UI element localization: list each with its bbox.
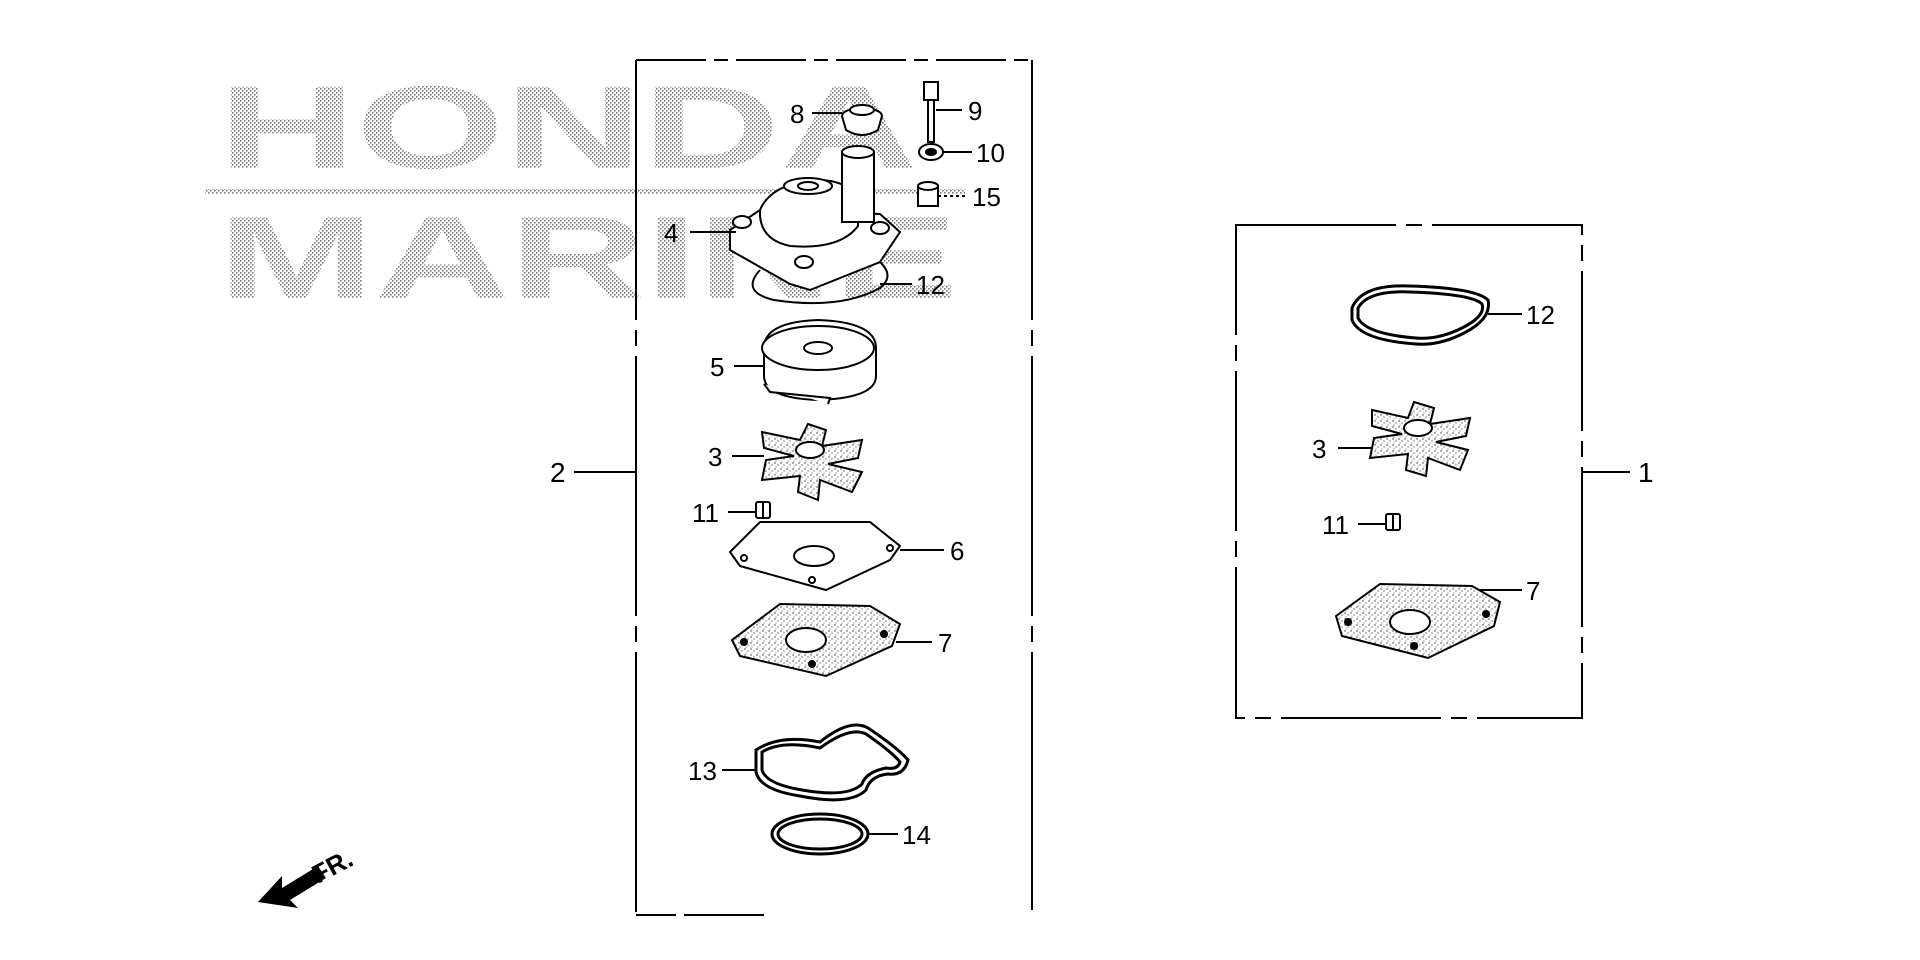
callout-10: 10 xyxy=(976,138,1005,168)
part-5-impeller-housing xyxy=(761,318,877,405)
part-6-plate xyxy=(728,521,902,592)
part-10-washer xyxy=(918,143,944,161)
kit-1-bracket xyxy=(1235,224,1630,719)
arrow-icon xyxy=(258,866,326,908)
kit-part-11-key xyxy=(1385,513,1401,531)
callout-7-b: 7 xyxy=(1526,576,1540,606)
callout-8: 8 xyxy=(790,99,804,129)
callout-11-b: 11 xyxy=(1322,510,1349,540)
part-9-bolt xyxy=(923,81,939,143)
callout-9: 9 xyxy=(968,96,982,126)
callout-15: 15 xyxy=(972,182,1001,212)
kit-part-7-gasket xyxy=(1334,582,1502,660)
kit-part-12-seal xyxy=(1350,284,1491,346)
callout-4: 4 xyxy=(664,218,678,248)
callout-12-b: 12 xyxy=(1526,300,1555,330)
callout-5: 5 xyxy=(710,352,724,382)
assembly-2-bracket xyxy=(574,59,1033,916)
watermark-rule xyxy=(205,189,965,194)
callout-13: 13 xyxy=(688,756,717,786)
part-8-grommet xyxy=(841,104,883,136)
callout-11-a: 11 xyxy=(692,498,719,528)
watermark-line1: HONDA xyxy=(218,62,918,194)
part-13-seal xyxy=(754,723,910,802)
callout-3-a: 3 xyxy=(708,442,722,472)
callout-12-a: 12 xyxy=(916,270,945,300)
callout-1: 1 xyxy=(1638,457,1654,488)
callout-7-a: 7 xyxy=(938,628,952,658)
callout-14: 14 xyxy=(902,820,931,850)
kit-part-3-impeller xyxy=(1368,400,1472,478)
part-4-pump-housing xyxy=(729,145,902,305)
part-14-o-ring xyxy=(770,812,870,856)
callout-6: 6 xyxy=(950,536,964,566)
part-7-gasket xyxy=(730,602,902,678)
part-15-collar xyxy=(917,181,939,207)
callout-2: 2 xyxy=(550,457,566,488)
front-direction-arrow: FR. xyxy=(258,843,358,908)
part-11-key xyxy=(755,501,771,519)
callout-3-b: 3 xyxy=(1312,434,1326,464)
part-3-impeller xyxy=(760,422,864,502)
